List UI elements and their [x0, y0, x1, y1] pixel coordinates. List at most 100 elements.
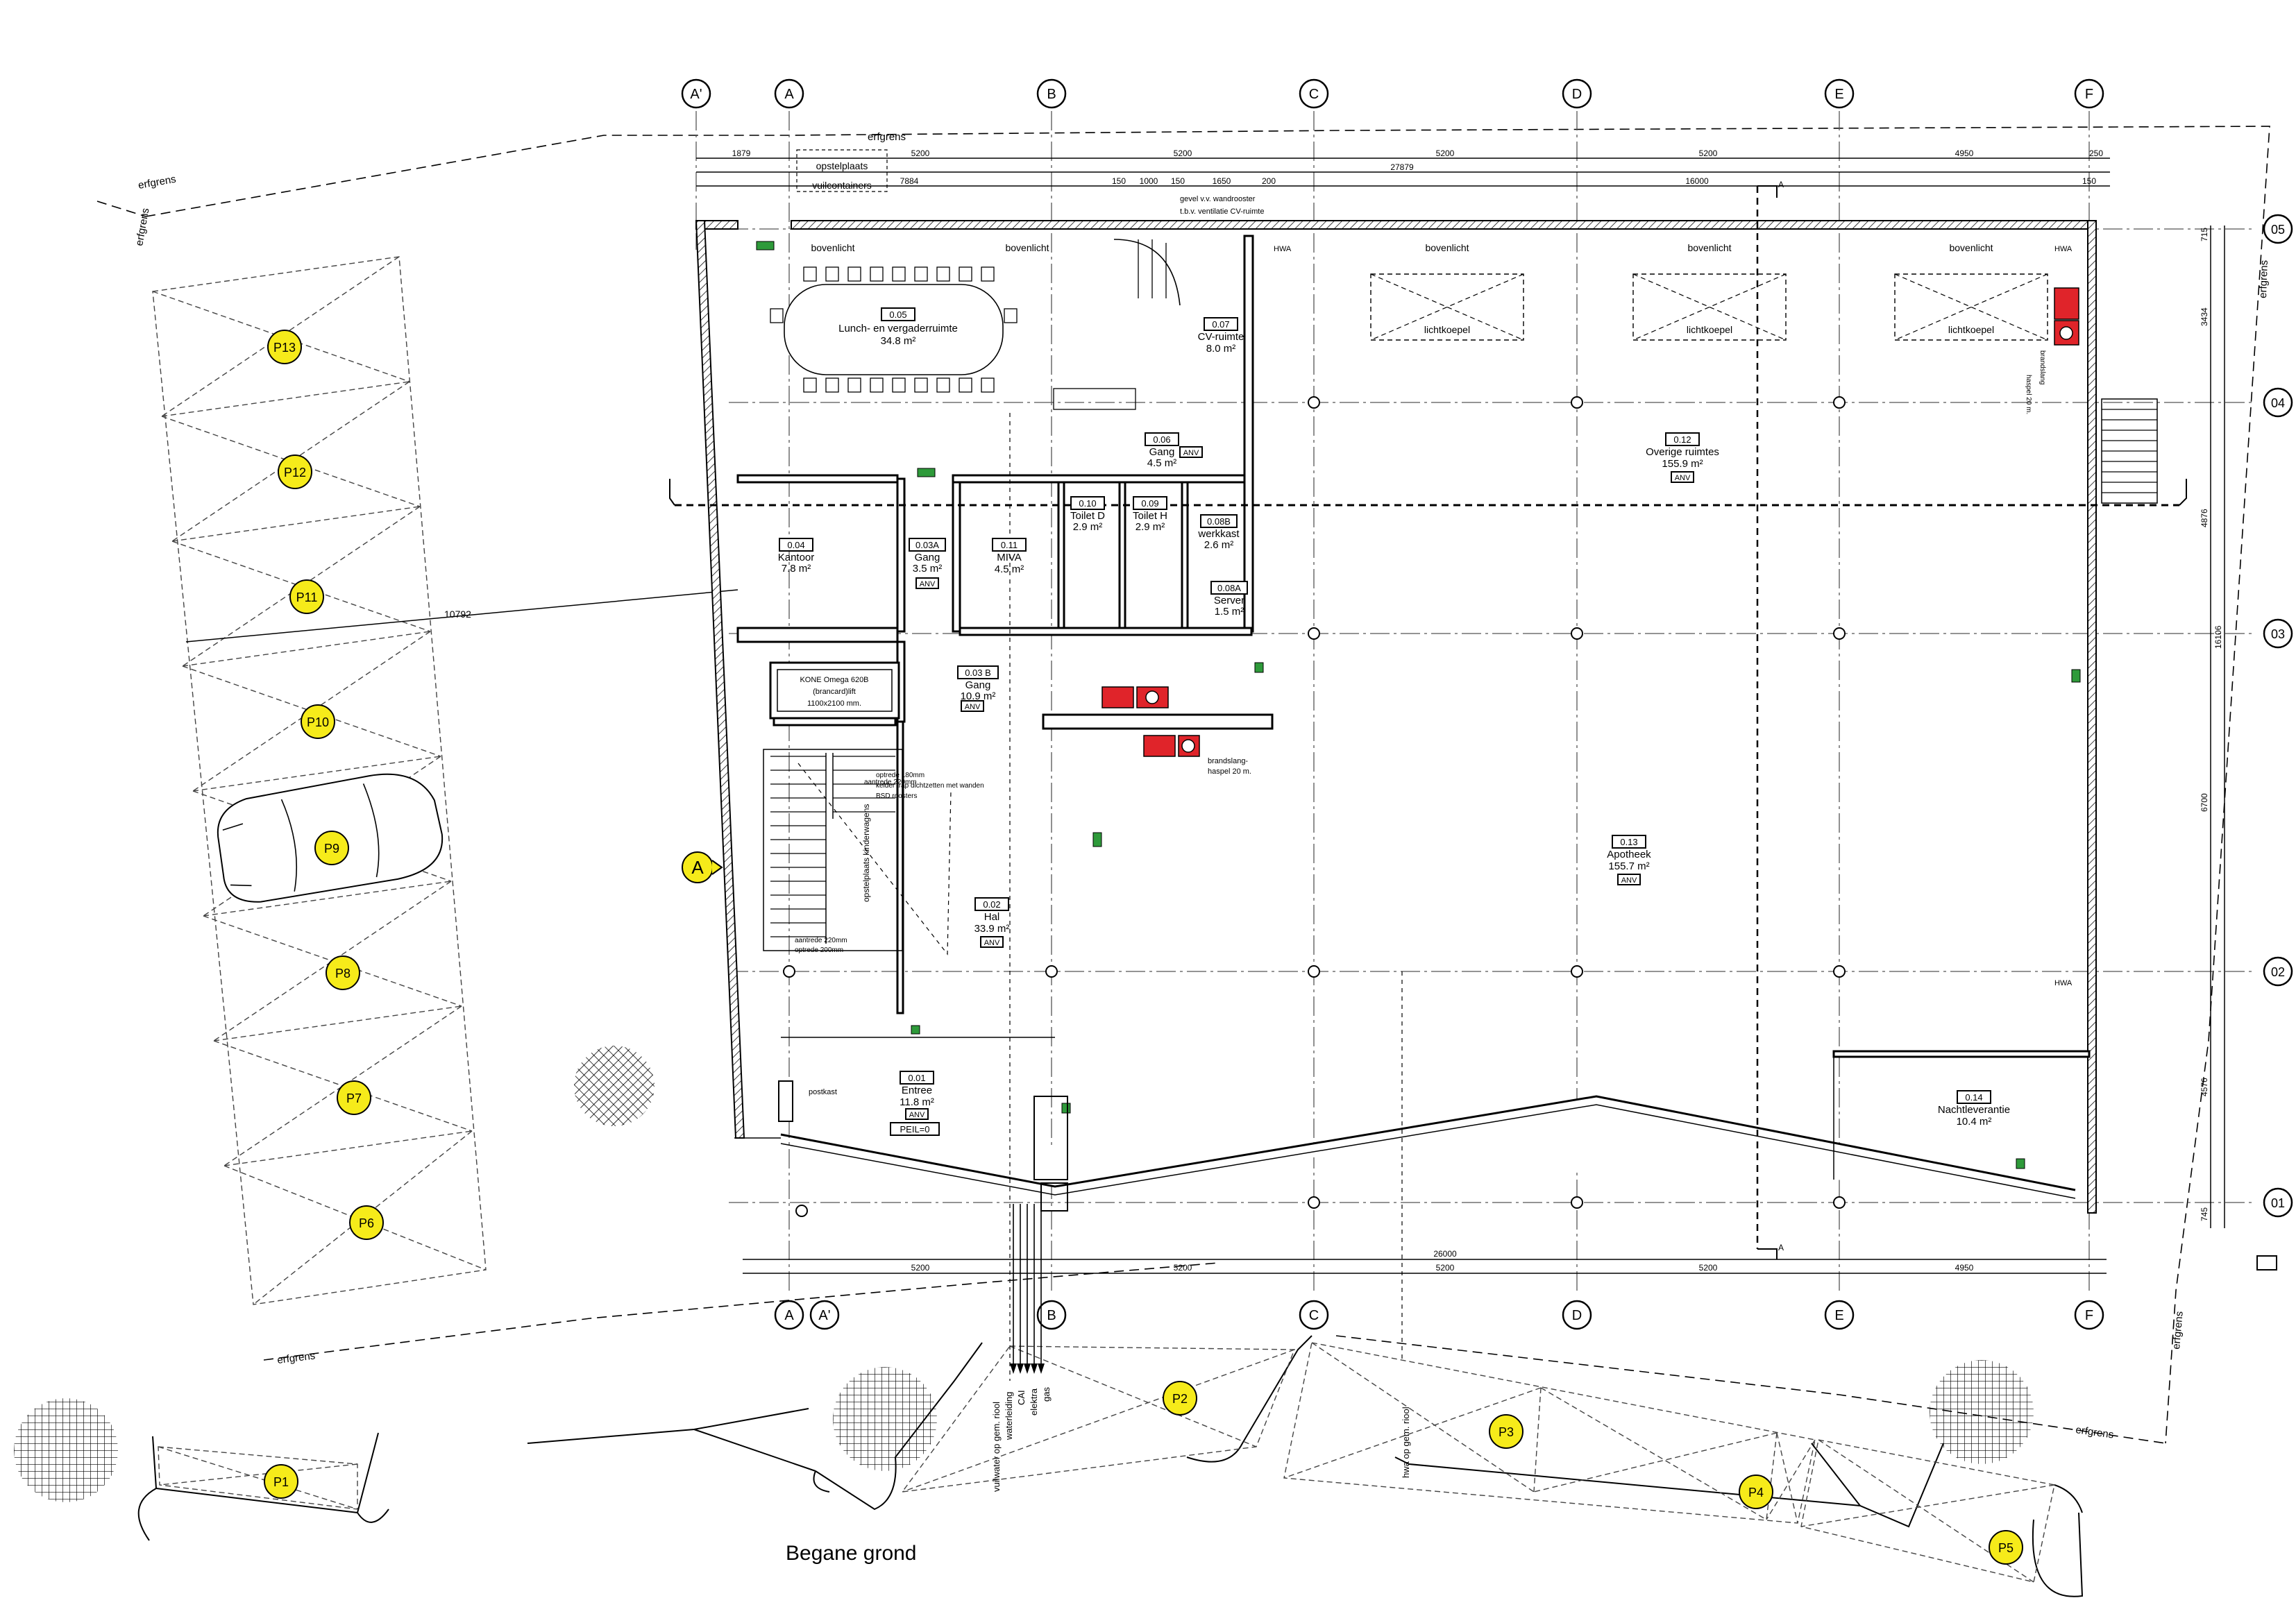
room-area-0.11: 4.5 m²	[995, 563, 1024, 575]
section-arrow-label-top: A	[1778, 180, 1784, 189]
utility-label-waterleiding: waterleiding	[1004, 1392, 1014, 1441]
parking-label-p9: P9	[324, 842, 339, 856]
grid-label-top-a: A	[784, 87, 794, 102]
dim-row3-150b: 150	[1171, 176, 1185, 186]
utility-label-gas: gas	[1041, 1387, 1052, 1402]
dim-right-total: 16106	[2213, 625, 2223, 649]
room-name-0.01: Entree	[902, 1085, 932, 1096]
room-id-0.13: 0.13	[1620, 837, 1637, 847]
grid-axis-right: 05 04 03 02 01	[2263, 214, 2293, 1218]
hwa-riool-label: hwa op gem. riool	[1401, 1407, 1411, 1478]
dim-row3-150c: 150	[2082, 176, 2096, 186]
dim-top-5200-3: 5200	[1436, 148, 1455, 158]
room-anv-0.02: ANV	[984, 939, 1000, 947]
kinderwagens-label: opstelplaats kinderwagens	[861, 804, 871, 902]
room-name-0.06: Gang	[1149, 446, 1175, 458]
room-name-0.13: Apotheek	[1607, 849, 1651, 860]
utility-lines: vuilwater op gem. riool waterleiding CAI…	[991, 1096, 1411, 1492]
parking-label-p6: P6	[359, 1216, 374, 1230]
utility-label-elektra: elektra	[1029, 1388, 1039, 1416]
emergency-signs	[756, 241, 2081, 1169]
parking-label-p4: P4	[1748, 1486, 1764, 1499]
grid-label-top-d: D	[1572, 87, 1582, 102]
parking-label-p8: P8	[335, 967, 351, 980]
bovenlicht-label-4: bovenlicht	[1687, 242, 1731, 253]
dim-right-4576: 4576	[2200, 1078, 2209, 1096]
bovenlicht-label-1: bovenlicht	[811, 242, 854, 253]
hwa-label-3: HWA	[2054, 979, 2073, 987]
dim-right-715: 715	[2200, 228, 2209, 241]
dim-row3-7884: 7884	[900, 176, 919, 186]
peil-label: PEIL=0	[900, 1124, 929, 1135]
lichtkoepel-label-3: lichtkoepel	[1948, 324, 1994, 335]
lichtkoepel-label-2: lichtkoepel	[1687, 324, 1732, 335]
room-name-0.08A: Server	[1214, 595, 1244, 606]
lift-label-1: KONE Omega 620B	[800, 676, 868, 684]
opstelplaats-label: opstelplaats	[816, 160, 868, 171]
room-name-0.09: Toilet H	[1133, 510, 1167, 522]
bottom-parking-area	[137, 1335, 2084, 1597]
erfgrens-label-7: erfgrens	[2075, 1424, 2114, 1441]
erfgrens-label-3: erfgrens	[133, 207, 151, 247]
room-id-0.11: 0.11	[1001, 540, 1018, 550]
room-anv-0.03A: ANV	[920, 580, 936, 588]
grid-label-top-b: B	[1047, 87, 1056, 102]
room-anv-0.03B: ANV	[965, 703, 981, 711]
dimensions-top: 1879 5200 5200 5200 5200 4950 250 27879 …	[696, 148, 2110, 216]
grid-label-top-e: E	[1834, 87, 1843, 102]
room-anv-0.12: ANV	[1675, 474, 1691, 482]
room-name-0.03B: Gang	[965, 679, 991, 691]
drawing-title: Begane grond	[786, 1542, 917, 1565]
grid-label-top-aprime: A'	[690, 87, 702, 102]
parking-label-p1: P1	[273, 1475, 289, 1489]
grid-label-05: 05	[2271, 223, 2285, 237]
parking-label-p12: P12	[284, 466, 306, 479]
vuilcontainers-label: vuilcontainers	[812, 180, 872, 191]
parking-label-p5: P5	[1998, 1541, 2014, 1555]
room-name-0.03A: Gang	[915, 552, 940, 563]
room-id-0.05: 0.05	[889, 309, 906, 320]
room-anv-0.01: ANV	[909, 1111, 925, 1119]
room-area-0.10: 2.9 m²	[1073, 521, 1103, 533]
hwa-label-2: HWA	[2054, 245, 2073, 253]
room-labels: 0.05 Lunch- en vergaderruimte 34.8 m² 0.…	[778, 307, 2010, 1136]
stair-label-a: aantrede 220mm	[864, 779, 917, 786]
room-area-0.03A: 3.5 m²	[913, 563, 943, 575]
building-walls: KONE Omega 620B (brancard)lift 1100x2100…	[695, 220, 2158, 1381]
bovenlicht-label-3: bovenlicht	[1425, 242, 1469, 253]
parking-label-p3: P3	[1499, 1425, 1514, 1439]
dim-bottom-5200-3: 5200	[1436, 1263, 1455, 1273]
room-area-0.08A: 1.5 m²	[1215, 606, 1244, 618]
grid-label-04: 04	[2271, 396, 2285, 410]
room-area-0.14: 10.4 m²	[1957, 1116, 1992, 1128]
room-id-0.07: 0.07	[1212, 319, 1229, 330]
haspel-side-label: haspel 20 m.	[2025, 375, 2032, 414]
utility-label-vuilwater: vuilwater op gem. riool	[991, 1402, 1002, 1492]
utility-label-cai: CAI	[1016, 1390, 1027, 1405]
grid-label-bottom-f: F	[2085, 1308, 2093, 1323]
dim-10792: 10792	[444, 609, 471, 620]
room-area-0.07: 8.0 m²	[1206, 343, 1236, 355]
room-id-0.08B: 0.08B	[1207, 516, 1231, 527]
ventilatie-label: t.b.v. ventilatie CV-ruimte	[1180, 207, 1264, 216]
room-anv-0.06: ANV	[1183, 449, 1199, 457]
dim-top-5200-2: 5200	[1174, 148, 1192, 158]
room-area-0.02: 33.9 m²	[974, 923, 1010, 935]
room-name-0.11: MIVA	[997, 552, 1022, 563]
dim-bottom-4950: 4950	[1955, 1263, 1974, 1273]
room-area-0.13: 155.7 m²	[1608, 860, 1649, 872]
dim-right-4876: 4876	[2200, 509, 2209, 527]
structural-columns	[783, 396, 1846, 1217]
grid-axis-top: A' A B C D E F	[681, 78, 2104, 109]
room-area-0.01: 11.8 m²	[900, 1096, 934, 1108]
room-area-0.12: 155.9 m²	[1662, 458, 1703, 470]
dim-row3-1000: 1000	[1140, 176, 1158, 186]
bovenlicht-label-2: bovenlicht	[1005, 242, 1049, 253]
room-anv-0.13: ANV	[1621, 876, 1637, 885]
room-name-0.04: Kantoor	[778, 552, 815, 563]
erfgrens-label-1: erfgrens	[137, 173, 177, 192]
left-parking-area: 10792	[152, 256, 738, 1305]
dim-top-4950: 4950	[1955, 148, 1974, 158]
brandslang-label: brandslang-	[1208, 757, 1248, 765]
